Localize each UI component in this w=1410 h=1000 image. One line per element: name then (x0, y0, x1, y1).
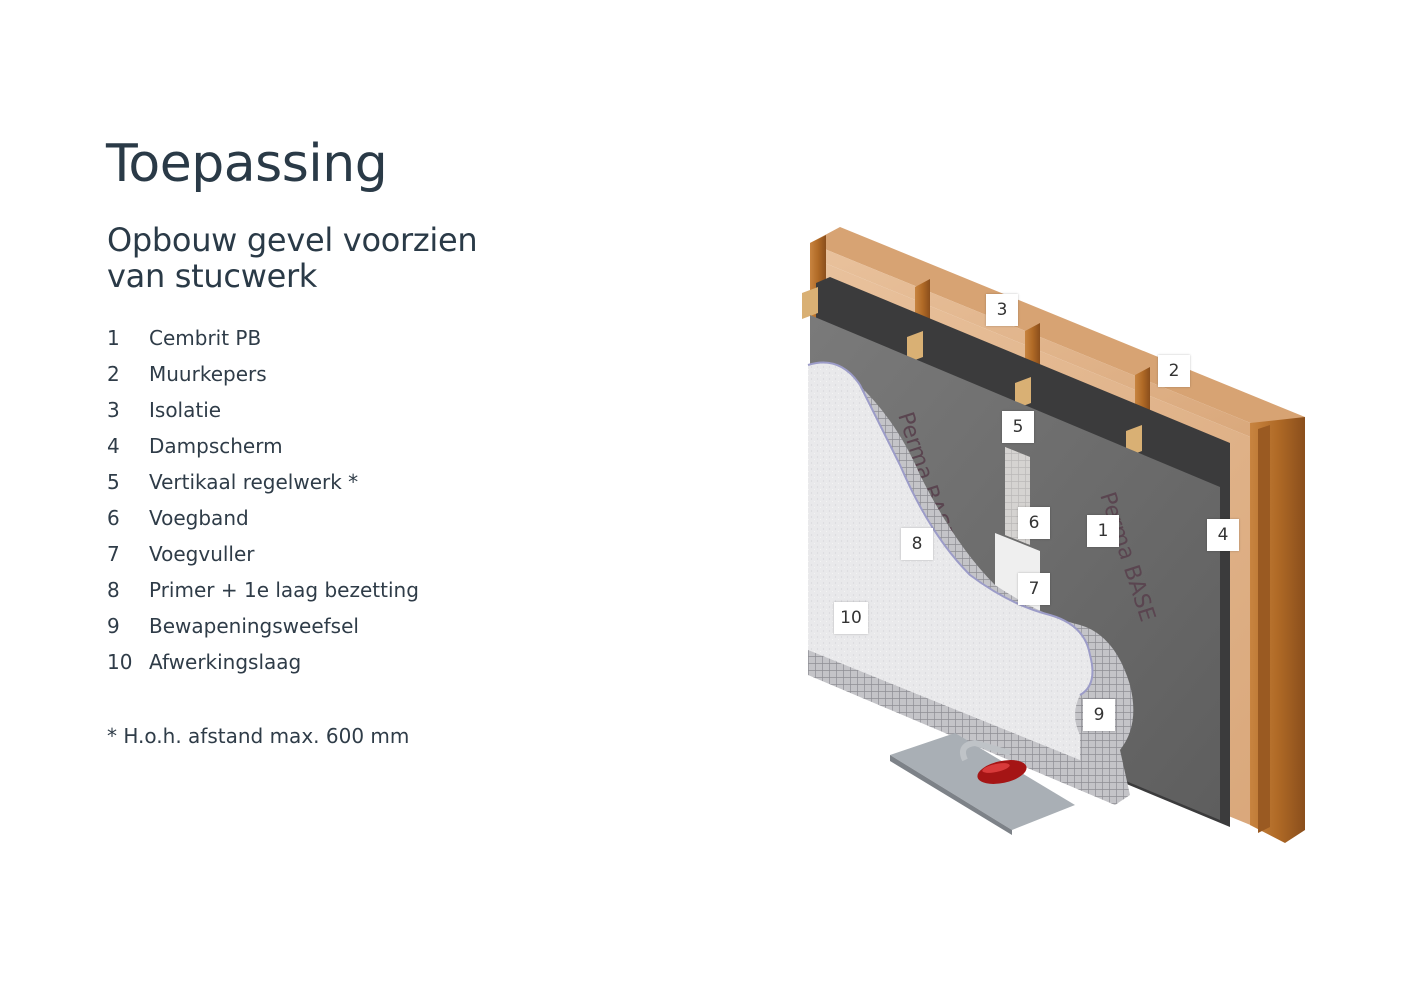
legend-number: 4 (107, 434, 120, 458)
wall-buildup-illustration: Perma BASE Perma BASE (802, 227, 1305, 843)
finish-plaster (808, 362, 1093, 760)
callout-1: 1 (1087, 515, 1119, 547)
legend-number: 1 (107, 326, 120, 350)
legend-label: Afwerkingslaag (149, 650, 302, 674)
legend-label: Voegband (149, 506, 249, 530)
callout-3: 3 (986, 294, 1018, 326)
legend-number: 8 (107, 578, 120, 602)
callout-8: 8 (901, 528, 933, 560)
callout-10: 10 (834, 602, 868, 634)
callout-2: 2 (1158, 355, 1190, 387)
legend-label: Primer + 1e laag bezetting (149, 578, 419, 602)
callout-6: 6 (1018, 507, 1050, 539)
footnote: * H.o.h. afstand max. 600 mm (107, 724, 410, 748)
legend-label: Muurkepers (149, 362, 267, 386)
legend-label: Isolatie (149, 398, 222, 422)
legend-number: 10 (107, 650, 133, 674)
callout-9: 9 (1083, 699, 1115, 731)
page-subtitle: Opbouw gevel voorzien van stucwerk (107, 221, 478, 295)
legend-number: 7 (107, 542, 120, 566)
trowel-icon (890, 733, 1075, 835)
legend-number: 2 (107, 362, 120, 386)
legend-number: 6 (107, 506, 120, 530)
legend-label: Vertikaal regelwerk * (149, 470, 359, 494)
callout-5: 5 (1002, 411, 1034, 443)
vertical-battens (802, 287, 1142, 457)
legend-label: Cembrit PB (149, 326, 262, 350)
legend-label: Dampscherm (149, 434, 283, 458)
legend-label: Bewapeningsweefsel (149, 614, 359, 638)
page-title: Toepassing (106, 134, 388, 194)
legend-number: 3 (107, 398, 120, 422)
legend-label: Voegvuller (149, 542, 255, 566)
callout-7: 7 (1018, 573, 1050, 605)
callout-4: 4 (1207, 519, 1239, 551)
legend-number: 5 (107, 470, 120, 494)
legend-number: 9 (107, 614, 120, 638)
